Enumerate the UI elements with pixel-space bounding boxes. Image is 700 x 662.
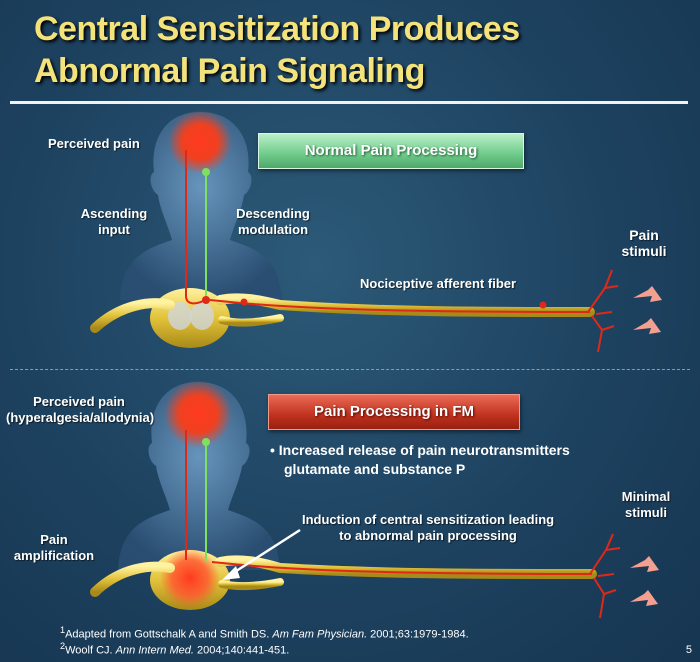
bullet-line-2: glutamate and substance P [284, 461, 466, 477]
neurotransmitter-bullet: • Increased release of pain neurotransmi… [270, 441, 570, 479]
title-line-2: Abnormal Pain Signaling [34, 52, 425, 90]
ascending-line-2: input [98, 222, 130, 237]
top-nerve-ending [587, 269, 619, 353]
bottom-brain-glow [164, 380, 232, 448]
top-synapse-dot [202, 296, 210, 304]
top-left-nerve [90, 298, 175, 333]
pain-stimuli-line-1: Pain [629, 227, 659, 243]
pain-stimuli-label: Pain stimuli [614, 227, 674, 259]
ref1-superscript: 1 [60, 625, 66, 635]
descending-line-1: Descending [236, 206, 310, 221]
top-afferent-signal [209, 299, 591, 313]
page-number: 5 [685, 644, 692, 656]
reference-1: 1Adapted from Gottschalk A and Smith DS.… [60, 623, 469, 643]
bottom-head-figure [118, 382, 280, 570]
top-brain-glow [168, 110, 232, 174]
normal-processing-box: Normal Pain Processing [258, 133, 524, 169]
title-line-1: Central Sensitization Produces [34, 10, 520, 48]
minimal-stimuli-label: Minimal stimuli [606, 489, 686, 521]
amplification-line-1: Pain [40, 532, 68, 547]
top-perceived-pain-label: Perceived pain [48, 136, 140, 151]
top-descending-dot [202, 168, 210, 176]
top-fiber-lower [218, 314, 284, 327]
ascending-input-label: Ascending input [74, 206, 154, 238]
title-divider [10, 101, 688, 104]
ref2-text: Woolf CJ. [65, 644, 116, 657]
bottom-afferent-signal [211, 561, 593, 575]
ref2-rest: 2004;140:441-451. [193, 644, 290, 657]
ascending-line-1: Ascending [80, 206, 148, 221]
induction-line-1: Induction of central sensitization leadi… [302, 512, 555, 527]
fm-processing-box: Pain Processing in FM [268, 394, 520, 430]
induction-label: Induction of central sensitization leadi… [302, 512, 554, 544]
bottom-spinal-glow [160, 548, 220, 608]
bottom-nerve-ending [589, 533, 621, 619]
ref2-journal: Ann Intern Med. [115, 644, 194, 657]
reference-2: 2Woolf CJ. Ann Intern Med. 2004;140:441-… [60, 639, 289, 659]
descending-modulation-label: Descending modulation [228, 206, 318, 238]
ref1-text: Adapted from Gottschalk A and Smith DS. [65, 628, 273, 641]
ref1-rest: 2001;63:1979-1984. [367, 628, 469, 641]
bottom-perceived-line-1: Perceived pain [33, 394, 125, 409]
bottom-descending-dot [202, 438, 210, 446]
amplification-line-2: amplification [13, 548, 95, 563]
top-stimulus-arrows [633, 286, 662, 334]
pain-amplification-label: Pain amplification [6, 532, 102, 564]
slide-title: Central Sensitization Produces Abnormal … [34, 8, 520, 92]
bullet-line-1: • Increased release of pain neurotransmi… [270, 442, 570, 458]
bottom-stimulus-arrows [630, 556, 659, 606]
minimal-stimuli-line-2: stimuli [625, 505, 667, 520]
top-ascending-path [185, 150, 206, 305]
bottom-left-nerve [90, 561, 175, 597]
ref1-journal: Am Fam Physician. [272, 628, 368, 641]
descending-line-2: modulation [237, 222, 309, 237]
top-signal-dot-2 [539, 301, 547, 309]
top-head-figure [120, 112, 282, 300]
induction-line-2: to abnormal pain processing [339, 528, 517, 543]
bottom-fiber-lower [218, 578, 284, 591]
nociceptive-fiber-label: Nociceptive afferent fiber [360, 276, 517, 291]
ref2-superscript: 2 [60, 641, 66, 651]
top-signal-dot-1 [240, 298, 248, 306]
induction-pointer-arrow [222, 528, 301, 580]
minimal-stimuli-line-1: Minimal [621, 489, 671, 504]
panel-divider [10, 369, 690, 370]
pain-stimuli-line-2: stimuli [621, 243, 667, 259]
bottom-perceived-line-2: (hyperalgesia/allodynia) [6, 410, 155, 425]
bottom-perceived-pain-label: Perceived pain (hyperalgesia/allodynia) [6, 394, 155, 426]
